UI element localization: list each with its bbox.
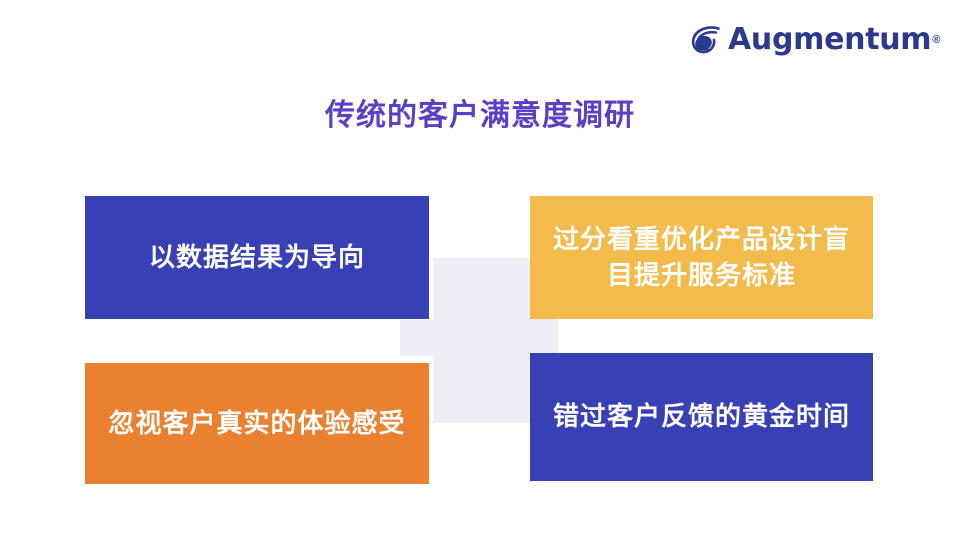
center-cross-horizontal	[400, 320, 558, 356]
point-box-top-left: 以数据结果为导向	[85, 196, 429, 319]
point-box-bottom-right-label: 错过客户反馈的黄金时间	[552, 401, 850, 432]
point-box-bottom-right: 错过客户反馈的黄金时间	[530, 353, 873, 481]
point-box-top-right-label: 过分看重优化产品设计盲目提升服务标准	[552, 224, 850, 290]
point-box-bottom-left-label: 忽视客户真实的体验感受	[108, 407, 406, 438]
brand-name: Augmentum	[728, 22, 932, 57]
brand-logo: Augmentum ®	[688, 20, 940, 60]
point-box-bottom-left: 忽视客户真实的体验感受	[85, 363, 429, 484]
point-box-top-left-label: 以数据结果为导向	[148, 241, 365, 272]
point-box-top-right: 过分看重优化产品设计盲目提升服务标准	[530, 196, 873, 319]
augmentum-spiral-logo-icon	[688, 23, 722, 57]
page-title: 传统的客户满意度调研	[325, 99, 635, 132]
trademark-symbol: ®	[932, 33, 941, 46]
